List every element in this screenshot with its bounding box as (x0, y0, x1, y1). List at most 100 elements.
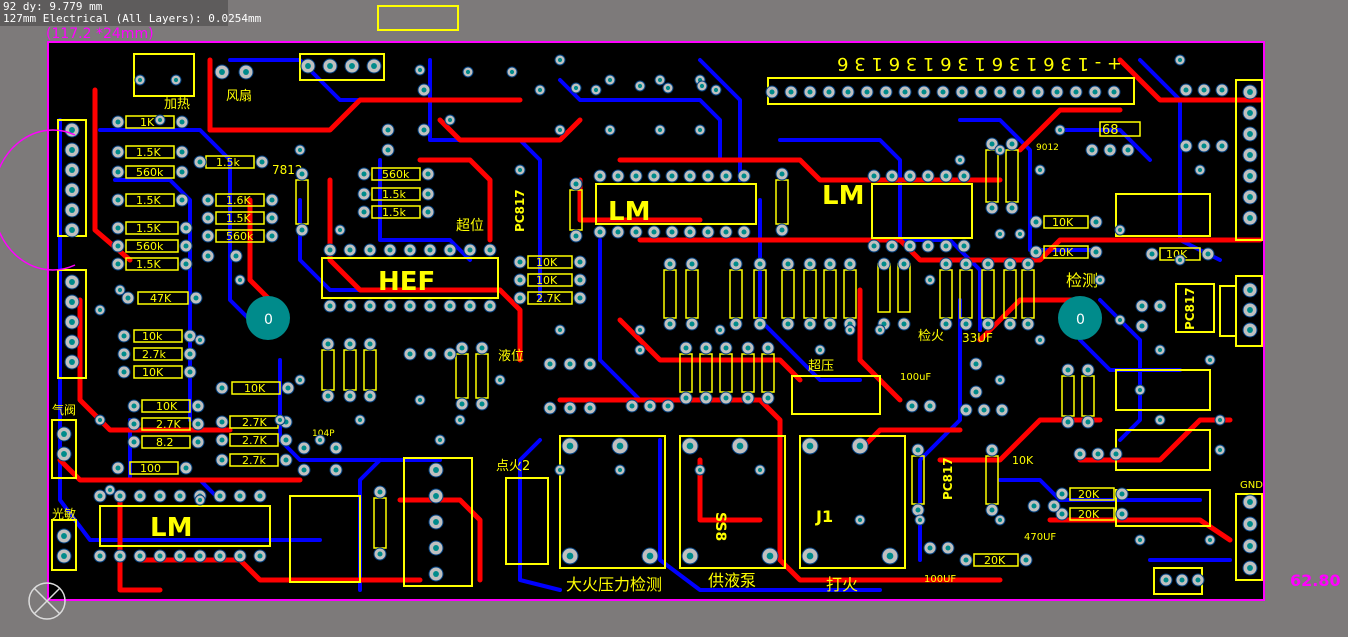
pad-hole (607, 127, 613, 133)
pad-hole (1059, 491, 1065, 497)
pad-hole (183, 465, 189, 471)
pad-hole (683, 345, 689, 351)
pad-hole (1119, 491, 1125, 497)
pad-hole (1037, 167, 1043, 173)
pad-hole (757, 467, 763, 473)
pad-hole (637, 327, 643, 333)
pad-hole (361, 209, 367, 215)
pad-hole (333, 445, 339, 451)
pad-hole (1247, 287, 1253, 293)
pad-hole (973, 361, 979, 367)
pad-hole (1111, 89, 1117, 95)
pad-hole (1207, 357, 1213, 363)
pad-hole (769, 89, 775, 95)
pad-hole (557, 327, 563, 333)
pad-hole (197, 337, 203, 343)
pad-hole (667, 321, 673, 327)
r-1-5k-d: 1.5K (136, 258, 161, 271)
pad-hole (886, 552, 894, 560)
pad-hole (97, 417, 103, 423)
board-outline[interactable] (47, 41, 1265, 601)
pad-hole (385, 127, 391, 133)
pad-hole (69, 207, 75, 213)
pad-hole (765, 345, 771, 351)
mount-hole-left-label: 0 (264, 312, 273, 328)
pad-hole (1016, 89, 1022, 95)
pad-hole (433, 467, 439, 473)
pad-hole (733, 321, 739, 327)
pad-hole (299, 171, 305, 177)
mounting-holes[interactable]: 0 0 (246, 296, 1102, 340)
pad-hole (779, 227, 785, 233)
pad-hole (902, 89, 908, 95)
pad-hole (517, 259, 523, 265)
pad-hole (989, 141, 995, 147)
pad-hole (219, 69, 225, 75)
pad-hole (687, 229, 693, 235)
pad-hole (1219, 143, 1225, 149)
pad-hole (686, 442, 694, 450)
pad-hole (917, 517, 923, 523)
pad-hole (197, 497, 203, 503)
pad-hole (669, 229, 675, 235)
pad-hole (1177, 57, 1183, 63)
label-supply-pump: 供液泵 (708, 571, 756, 590)
delta-readout: 92 dy: 9.779 mm (3, 0, 103, 13)
pad-hole (1247, 194, 1253, 200)
pad-hole (447, 303, 453, 309)
r-20k-b: 20K (1078, 508, 1100, 521)
pad-hole (347, 303, 353, 309)
pad-hole (459, 345, 465, 351)
pad-hole (407, 351, 413, 357)
r-10k-b: 10K (142, 366, 164, 379)
component-pads[interactable] (56, 54, 1258, 587)
pad-hole (187, 333, 193, 339)
origin-marker-icon[interactable] (28, 582, 66, 620)
pad-hole (115, 197, 121, 203)
pad-hole (871, 173, 877, 179)
pad-hole (703, 345, 709, 351)
pad-hole (1113, 451, 1119, 457)
label-ignite2: 点火2 (496, 459, 530, 474)
pad-hole (1017, 231, 1023, 237)
pad-hole (697, 467, 703, 473)
pad-hole (943, 243, 949, 249)
pad-hole (925, 173, 931, 179)
pad-hole (509, 69, 515, 75)
pad-hole (1035, 89, 1041, 95)
pad-hole (959, 89, 965, 95)
r-20k-c: 20K (984, 554, 1006, 567)
pad-hole (985, 261, 991, 267)
pad-hole (1247, 543, 1253, 549)
pad-hole (1059, 511, 1065, 517)
r-47k: 47K (150, 292, 172, 305)
pad-hole (173, 77, 179, 83)
top-overlay (51, 5, 1263, 595)
pad-hole (1117, 317, 1123, 323)
net-readout: 127mm Electrical (All Layers): 0.0254mm (3, 12, 262, 25)
pad-hole (97, 553, 103, 559)
pad-hole (447, 117, 453, 123)
pad-hole (943, 173, 949, 179)
dimension-height: 62.80 (1290, 571, 1341, 590)
pad-hole (205, 233, 211, 239)
pad-hole (137, 77, 143, 83)
pad-hole (433, 571, 439, 577)
pad-hole (237, 493, 243, 499)
pad-hole (219, 457, 225, 463)
pad-hole (115, 149, 121, 155)
pad-hole (901, 321, 907, 327)
pad-hole (347, 341, 353, 347)
pad-hole (547, 405, 553, 411)
pad-hole (237, 553, 243, 559)
r-100: 100 (140, 462, 161, 475)
r-560k-b: 560k (136, 240, 164, 253)
pad-hole (427, 351, 433, 357)
pad-hole (573, 85, 579, 91)
pad-hole (117, 493, 123, 499)
pad-hole (1023, 557, 1029, 563)
pad-hole (479, 401, 485, 407)
r-1k: 1K (140, 116, 155, 129)
pad-hole (1163, 577, 1169, 583)
